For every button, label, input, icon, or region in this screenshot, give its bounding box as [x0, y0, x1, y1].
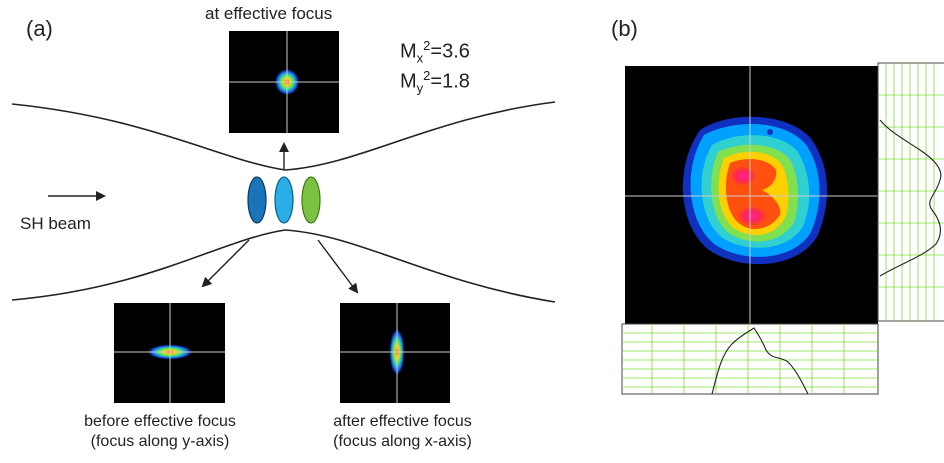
top-caption: at effective focus [205, 4, 333, 23]
panel-b-label: (b) [611, 16, 638, 41]
effective-focus-image [229, 31, 339, 133]
my-squared-value: My2=1.8 [400, 68, 470, 96]
panel-a-label: (a) [26, 16, 53, 41]
focus-ellipse-effective [274, 176, 294, 224]
before-focus-image [114, 303, 225, 403]
before-focus-caption: before effective focus (focus along y-ax… [84, 413, 236, 450]
sh-beam-label: SH beam [20, 214, 91, 233]
beam-upper-envelope [11, 101, 556, 171]
beam-lower-envelope [11, 229, 556, 303]
vertical-profile [877, 62, 944, 322]
after-focus-image [340, 303, 450, 403]
horizontal-profile [621, 323, 879, 395]
arrow-to-after-image [317, 239, 359, 294]
focus-ellipse-after [301, 176, 321, 224]
arrow-to-before-image [201, 239, 250, 288]
focus-ellipse-before [247, 176, 267, 224]
after-focus-caption: after effective focus (focus along x-axi… [333, 413, 472, 450]
mx-squared-value: Mx2=3.6 [400, 38, 470, 66]
beam-profile-image [625, 66, 878, 324]
